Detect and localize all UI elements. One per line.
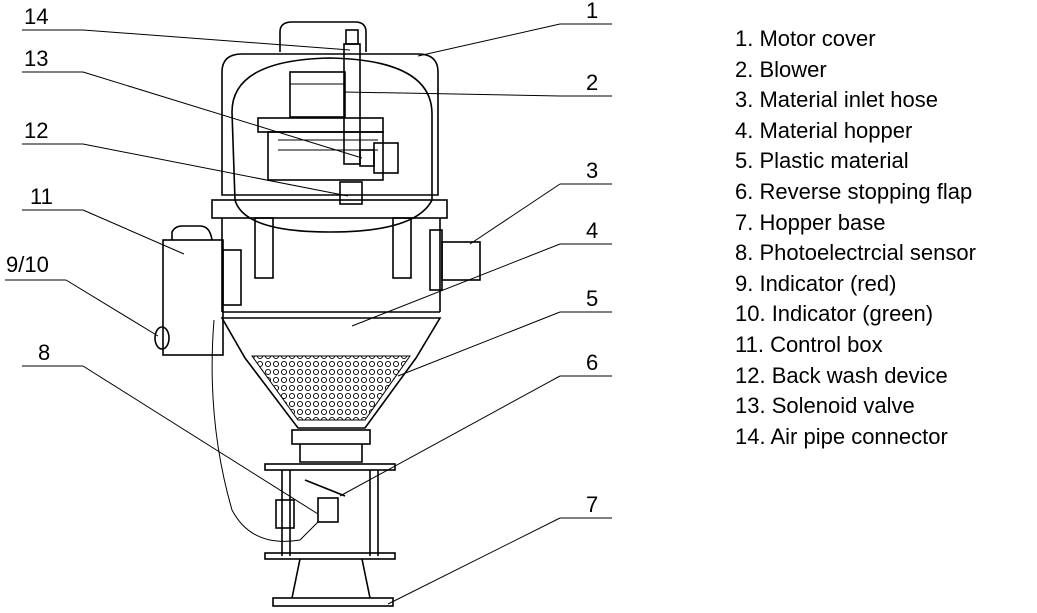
motor-top-cap — [279, 21, 367, 52]
legend-item-3: 3. Material inlet hose — [735, 87, 938, 113]
callout-14: 14 — [24, 4, 48, 29]
callout-6: 6 — [586, 350, 598, 375]
callout-1: 1 — [586, 0, 598, 23]
reverse-flap — [304, 479, 346, 497]
leader-1 — [417, 23, 561, 57]
callout-12: 12 — [24, 118, 48, 143]
legend-item-7: 7. Hopper base — [735, 209, 886, 235]
legend-item-5: 5. Plastic material — [735, 148, 909, 174]
air-pipe-connector — [345, 29, 359, 45]
sensor-bracket — [275, 499, 295, 529]
leader-12 — [82, 143, 349, 197]
leader-5 — [397, 311, 561, 377]
legend-item-14: 14. Air pipe connector — [735, 423, 948, 449]
callout-5: 5 — [586, 286, 598, 311]
sensor-cable — [211, 319, 319, 542]
neck-flange — [291, 429, 371, 445]
legend-item-11: 11. Control box — [735, 331, 883, 357]
hopper-cone — [220, 317, 442, 429]
legend-item-12: 12. Back wash device — [735, 362, 948, 388]
leader-11 — [82, 209, 185, 255]
leader-8 — [82, 365, 319, 515]
legend-item-4: 4. Material hopper — [735, 117, 913, 143]
motor-cover — [221, 53, 439, 196]
blower-motor — [289, 71, 346, 118]
air-pipe — [343, 43, 361, 165]
base-frame-bottom — [264, 552, 396, 560]
legend-item-6: 6. Reverse stopping flap — [735, 178, 973, 204]
callout-7: 7 — [586, 492, 598, 517]
photoelectric-sensor — [317, 497, 339, 523]
leader-4 — [351, 243, 561, 327]
leader-7 — [387, 517, 561, 605]
leader-lines-right — [339, 23, 612, 605]
neck — [299, 444, 363, 463]
base-frame-top — [264, 463, 396, 471]
callout-2: 2 — [586, 70, 598, 95]
control-box — [162, 239, 224, 356]
callout-4: 4 — [586, 218, 598, 243]
plastic-material — [251, 355, 411, 421]
solenoid-body — [359, 149, 375, 167]
hopper-base-plate — [272, 597, 394, 607]
callout-13: 13 — [24, 46, 48, 71]
control-box-handle — [171, 225, 213, 241]
leader-13 — [82, 71, 363, 159]
clamp-right — [392, 217, 412, 279]
legend-item-13: 13. Solenoid valve — [735, 393, 915, 419]
legend-item-1: 1. Motor cover — [735, 26, 876, 51]
clamp-left — [254, 217, 274, 279]
hopper-cylinder — [221, 218, 441, 312]
leader-6 — [339, 375, 561, 497]
leader-2 — [343, 91, 561, 97]
callout-3: 3 — [586, 158, 598, 183]
cover-band — [211, 199, 448, 219]
leader-14 — [82, 29, 351, 51]
blower-plate — [257, 117, 384, 133]
material-inlet — [441, 241, 481, 281]
control-box-mount — [222, 249, 242, 306]
legend-item-10: 10. Indicator (green) — [735, 301, 934, 327]
callout-9-10: 9/10 — [6, 252, 49, 277]
leader-3 — [469, 183, 561, 245]
legend-item-8: 8. Photoelectrcial sensor — [735, 240, 976, 266]
inner-window-outline — [231, 57, 433, 233]
callout-11: 11 — [30, 184, 53, 209]
solenoid-valve — [373, 142, 399, 174]
blower-housing — [267, 131, 384, 181]
leader-910 — [65, 279, 159, 337]
legend-item-9: 9. Indicator (red) — [735, 270, 897, 296]
outlet-cone — [291, 558, 371, 599]
callout-8: 8 — [38, 340, 50, 365]
indicator-light — [154, 326, 170, 350]
legend-item-2: 2. Blower — [735, 56, 827, 82]
back-wash-device — [339, 181, 363, 205]
parts-legend: 1. Motor cover 2. Blower 3. Material inl… — [735, 24, 976, 452]
leader-lines — [5, 29, 363, 515]
